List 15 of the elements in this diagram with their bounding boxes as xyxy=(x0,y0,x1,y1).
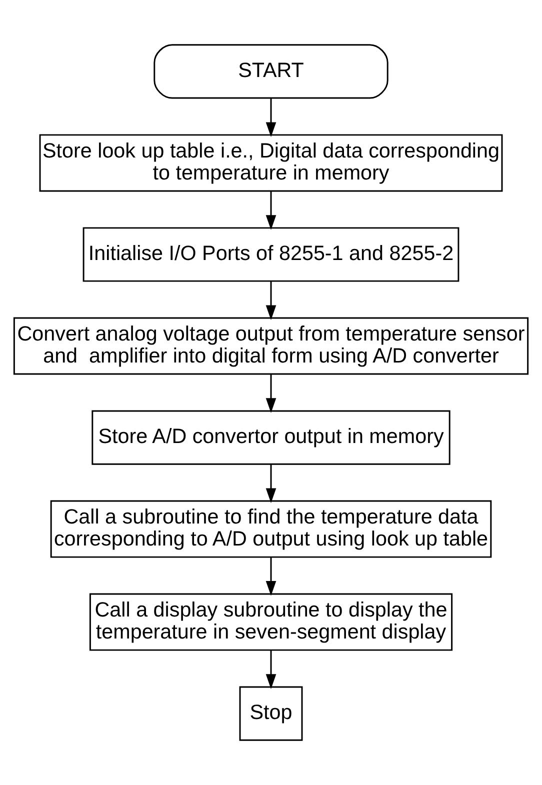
arrow xyxy=(266,650,276,689)
node-box: Store look up table i.e., Digital data corresponding to temperature in memory xyxy=(39,134,503,192)
node-box: START xyxy=(154,44,388,99)
node-box: Stop xyxy=(239,686,303,741)
arrow xyxy=(266,374,276,413)
node-box: Call a subroutine to find the temperature data corresponding to A/D output using look up table xyxy=(50,500,492,558)
arrow xyxy=(266,191,276,230)
node-box: Call a display subroutine to display the temperature in seven-segment display xyxy=(89,593,453,651)
arrow xyxy=(266,558,276,596)
arrow xyxy=(266,281,276,320)
arrow xyxy=(266,464,276,504)
node-box: Initialise I/O Ports of 8255-1 and 8255-2 xyxy=(82,227,460,282)
node-box: Store A/D convertor output in memory xyxy=(92,410,450,465)
arrow xyxy=(266,98,276,137)
node-box: Convert analog voltage output from temperature sensor and amplifier into digital form using A/D converter xyxy=(13,317,529,375)
